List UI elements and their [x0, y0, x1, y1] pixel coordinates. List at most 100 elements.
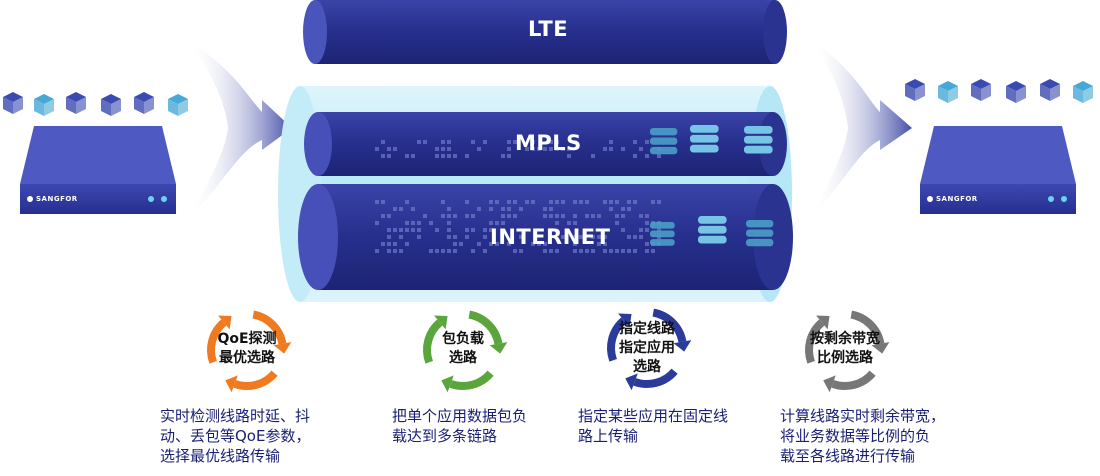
data-dot — [561, 214, 565, 218]
data-dot — [573, 249, 577, 253]
data-dot — [375, 221, 379, 225]
cycle-arc — [831, 370, 876, 390]
data-dot — [447, 147, 451, 151]
data-dot — [591, 235, 595, 239]
data-dot — [417, 221, 421, 225]
data-dot — [453, 235, 457, 239]
data-dot — [477, 242, 481, 246]
data-dot — [387, 249, 391, 253]
data-dot — [447, 228, 451, 232]
data-dot — [489, 242, 493, 246]
data-dot — [465, 228, 469, 232]
right-brand-label: SANGFOR — [936, 195, 978, 203]
left-appliance — [20, 126, 176, 214]
method-label-line: QoE探测 — [217, 331, 277, 347]
data-dot — [555, 147, 559, 151]
data-dot — [405, 242, 409, 246]
description-line: 实时检测线路时延、抖 — [160, 407, 311, 425]
data-dot — [609, 147, 613, 151]
data-dot — [537, 242, 541, 246]
data-dot — [501, 221, 505, 225]
data-dot — [603, 249, 607, 253]
data-dot — [405, 154, 409, 158]
description-line: 将业务数据等比例的负 — [780, 427, 931, 445]
data-dot — [573, 214, 577, 218]
method-specified-line: 指定线路 指定应用 选路 — [597, 298, 697, 398]
method-label-line: 比例选路 — [817, 350, 873, 366]
data-dot — [573, 242, 577, 246]
server-icon — [690, 125, 719, 153]
data-dot — [417, 235, 421, 239]
data-dot — [561, 147, 565, 151]
app-cube-icon — [168, 94, 188, 116]
data-dot — [633, 154, 637, 158]
data-dot — [465, 214, 469, 218]
data-dot — [495, 200, 499, 204]
data-dot — [501, 214, 505, 218]
data-dot — [387, 242, 391, 246]
data-dot — [597, 214, 601, 218]
cycle-arrows-icon — [423, 310, 508, 393]
description-line: 指定某些应用在固定线 — [578, 407, 729, 425]
data-dot — [435, 147, 439, 151]
cycle-arc — [252, 310, 287, 345]
app-cube-icon — [66, 92, 86, 114]
data-dot — [555, 140, 559, 144]
data-dot — [567, 154, 571, 158]
data-dots — [375, 140, 661, 253]
data-dot — [621, 214, 625, 218]
data-dot — [543, 242, 547, 246]
description-line: 计算线路实时剩余带宽， — [780, 407, 946, 425]
method-qoe: QoE探测 最优选路 — [197, 300, 297, 400]
data-dot — [483, 235, 487, 239]
app-cube-icon — [1040, 79, 1060, 101]
app-cube-icon — [101, 94, 121, 116]
cycle-arrowhead — [441, 375, 454, 393]
lte-pipe — [303, 0, 787, 64]
data-dot — [543, 214, 547, 218]
data-dot — [507, 154, 511, 158]
cycle-arrows-icon — [607, 308, 692, 391]
app-cube-icon — [971, 79, 991, 101]
cycle-arrowhead — [225, 375, 238, 393]
server-stacks — [650, 125, 774, 247]
data-dot — [405, 221, 409, 225]
data-dot — [573, 235, 577, 239]
cycle-arc — [233, 370, 278, 390]
data-dot — [651, 200, 655, 204]
data-dot — [441, 200, 445, 204]
data-dot — [621, 147, 625, 151]
data-dot — [477, 207, 481, 211]
description-line: 动、丢包等QoE参数， — [160, 427, 311, 445]
cycle-arrowhead — [273, 342, 292, 354]
data-dot — [531, 242, 535, 246]
data-dot — [483, 249, 487, 253]
data-dot — [627, 207, 631, 211]
logo-icon — [927, 196, 933, 202]
data-dot — [609, 249, 613, 253]
data-dot — [543, 249, 547, 253]
method-label-line: 指定线路 — [619, 321, 675, 337]
data-dot — [399, 249, 403, 253]
data-dot — [375, 249, 379, 253]
data-dot — [639, 235, 643, 239]
description-line: 载至各线路进行传输 — [780, 447, 916, 465]
cycle-arc — [423, 319, 443, 364]
data-dot — [579, 235, 583, 239]
lte-label: LTE — [528, 17, 569, 41]
data-dot — [567, 147, 571, 151]
data-dot — [399, 235, 403, 239]
data-dot — [507, 214, 511, 218]
data-dot — [549, 140, 553, 144]
data-dot — [447, 221, 451, 225]
app-cube-icon — [1073, 81, 1093, 103]
data-dot — [381, 242, 385, 246]
data-dot — [513, 249, 517, 253]
data-dot — [621, 249, 625, 253]
method-label-line: 指定应用 — [619, 340, 675, 356]
data-dot — [393, 147, 397, 151]
data-dot — [579, 200, 583, 204]
data-dot — [435, 228, 439, 232]
data-dot — [609, 207, 613, 211]
